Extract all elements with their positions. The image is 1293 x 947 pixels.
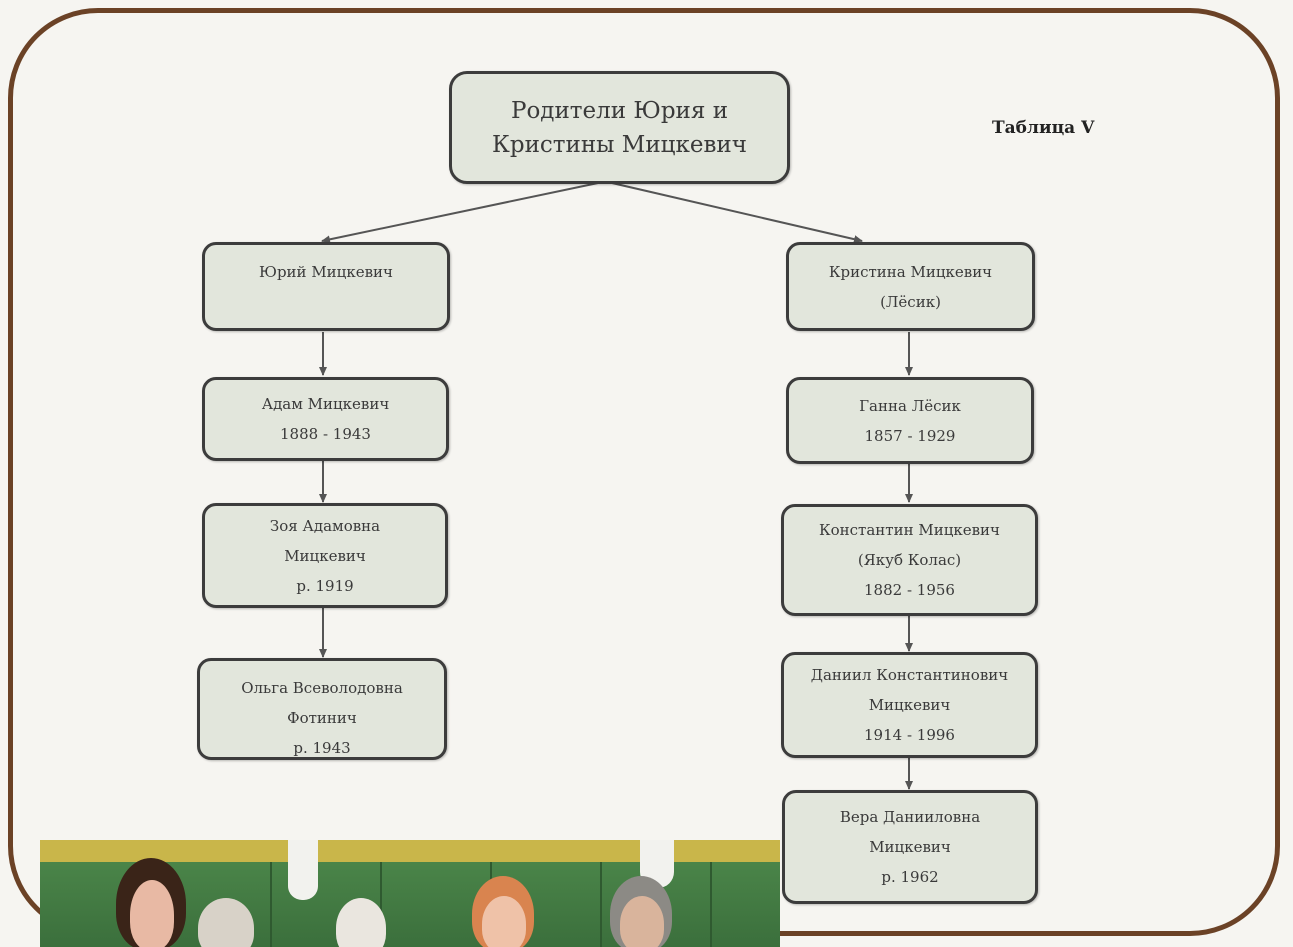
node-konstantin: Константин Мицкевич (Якуб Колас) 1882 - … xyxy=(781,504,1038,616)
node-zoya-line-2: Мицкевич xyxy=(284,546,366,565)
node-yuriy: Юрий Мицкевич xyxy=(202,242,450,331)
node-adam-line-2: 1888 - 1943 xyxy=(280,425,371,443)
node-konstantin-line-1: Константин Мицкевич xyxy=(819,521,1000,539)
photo-roof-band xyxy=(40,840,780,862)
node-olga-line-3: р. 1943 xyxy=(293,739,351,757)
node-konstantin-line-3: 1882 - 1956 xyxy=(864,581,955,599)
root-node: Родители Юрия и Кристины Мицкевич xyxy=(449,71,790,184)
node-zoya-line-3: р. 1919 xyxy=(296,576,354,595)
node-ganna-line-2: 1857 - 1929 xyxy=(864,426,956,445)
photo-face xyxy=(620,896,664,947)
node-daniil-line-1: Даниил Константинович xyxy=(810,666,1009,684)
node-kristina-line-1: Кристина Мицкевич xyxy=(828,262,993,281)
node-ganna-line-1: Ганна Лёсик xyxy=(859,396,961,415)
table-label: Таблица V xyxy=(992,118,1095,138)
node-vera: Вера Данииловна Мицкевич р. 1962 xyxy=(782,790,1038,904)
connector-root-right xyxy=(611,182,863,244)
node-kristina-line-2: (Лёсик) xyxy=(880,292,941,311)
photo-carving xyxy=(288,840,318,900)
photo-person xyxy=(336,898,386,947)
family-photo xyxy=(40,840,780,947)
node-konstantin-line-2: (Якуб Колас) xyxy=(857,551,962,569)
node-adam: Адам Мицкевич 1888 - 1943 xyxy=(202,377,449,461)
node-vera-line-2: Мицкевич xyxy=(869,838,951,856)
node-olga-line-2: Фотинич xyxy=(287,709,357,727)
node-vera-line-1: Вера Данииловна xyxy=(839,808,981,826)
photo-person xyxy=(198,898,254,947)
node-olga: Ольга Всеволодовна Фотинич р. 1943 xyxy=(197,658,447,760)
node-adam-line-1: Адам Мицкевич xyxy=(261,395,390,413)
node-ganna: Ганна Лёсик 1857 - 1929 xyxy=(786,377,1034,464)
node-daniil: Даниил Константинович Мицкевич 1914 - 19… xyxy=(781,652,1038,758)
connector-root-left xyxy=(321,182,599,244)
node-yuriy-line-1: Юрий Мицкевич xyxy=(259,263,393,281)
node-olga-line-1: Ольга Всеволодовна xyxy=(241,679,403,697)
node-zoya-line-1: Зоя Адамовна xyxy=(269,516,381,535)
node-zoya: Зоя Адамовна Мицкевич р. 1919 xyxy=(202,503,448,608)
node-vera-line-3: р. 1962 xyxy=(881,868,939,886)
root-line-1: Родители Юрия и xyxy=(510,97,729,124)
photo-face xyxy=(482,896,526,947)
node-kristina: Кристина Мицкевич (Лёсик) xyxy=(786,242,1035,331)
root-line-2: Кристины Мицкевич xyxy=(492,131,747,158)
node-daniil-line-3: 1914 - 1996 xyxy=(864,726,955,744)
photo-face xyxy=(130,880,174,947)
node-daniil-line-2: Мицкевич xyxy=(868,696,951,714)
